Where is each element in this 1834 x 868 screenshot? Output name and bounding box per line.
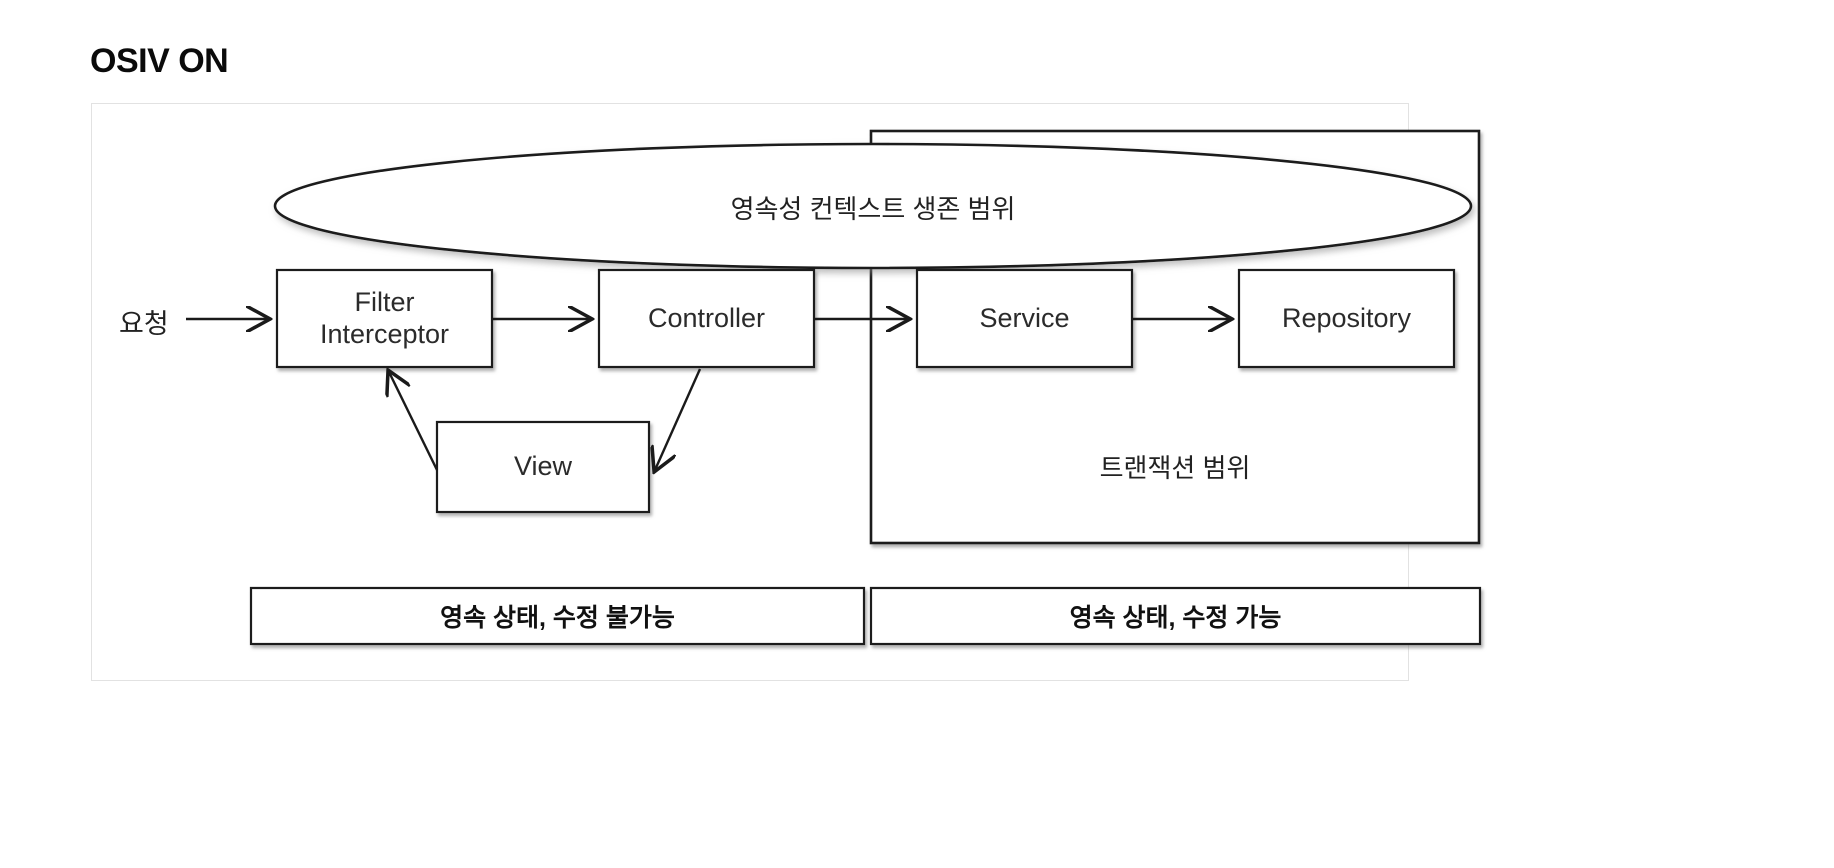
persistence-scope-ellipse: [273, 142, 1473, 270]
node-box-service[interactable]: [915, 268, 1134, 369]
node-box-filter-interceptor[interactable]: [275, 268, 494, 369]
node-box-view[interactable]: [435, 420, 651, 514]
status-bar-left: [249, 586, 866, 646]
edge-controller-to-view: [655, 368, 702, 470]
page-title: OSIV ON: [90, 42, 229, 80]
edge-view-to-filter: [389, 372, 439, 471]
node-box-controller[interactable]: [597, 268, 816, 369]
status-bar-right: [869, 586, 1482, 646]
node-box-repository[interactable]: [1237, 268, 1456, 369]
